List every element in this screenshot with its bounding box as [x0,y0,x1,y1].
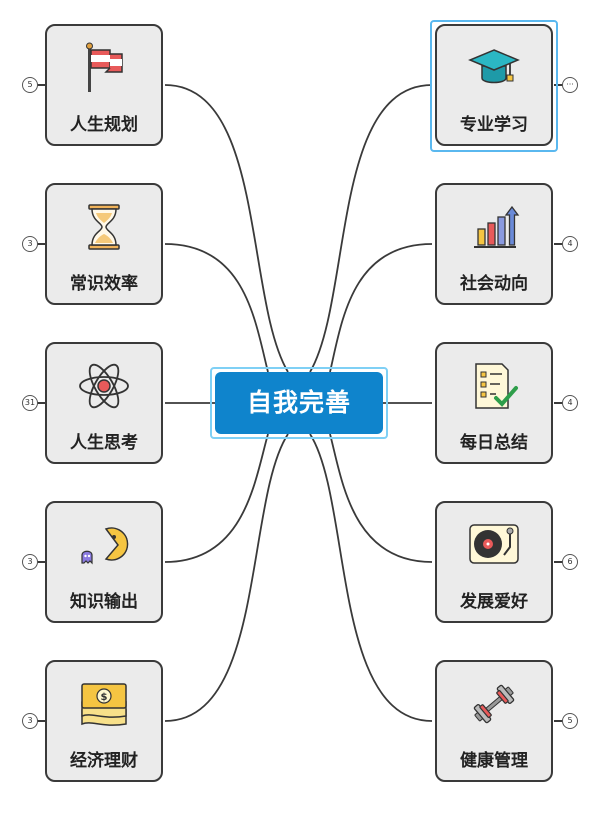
topic-label: 发展爱好 [460,592,528,612]
selection-outline [430,20,558,152]
child-count-badge[interactable]: 31 [22,395,38,411]
topic-card-life-thinking[interactable]: 人生思考 [45,342,163,464]
child-count-badge[interactable]: 5 [562,713,578,729]
topic-card-hobbies[interactable]: 发展爱好 [435,501,553,623]
child-count-badge[interactable]: 3 [22,236,38,252]
badge-connector [554,84,564,86]
topic-card-knowledge-output[interactable]: 知识输出 [45,501,163,623]
topic-label: 健康管理 [460,751,528,771]
badge-connector [36,84,46,86]
badge-connector [36,402,46,404]
topic-label: 常识效率 [70,274,138,294]
dumbbell-icon [473,684,515,724]
child-count-badge[interactable]: 4 [562,395,578,411]
child-count-badge[interactable]: 4 [562,236,578,252]
badge-connector [554,561,564,563]
central-topic-outline [210,367,388,439]
badge-connector [36,243,46,245]
badge-connector [36,561,46,563]
badge-connector [554,402,564,404]
badge-connector [36,720,46,722]
topic-card-social-trends[interactable]: 社会动向 [435,183,553,305]
atom-icon [79,363,129,409]
flag-icon [86,42,123,92]
child-count-badge[interactable]: 3 [22,713,38,729]
child-count-badge[interactable]: 3 [22,554,38,570]
topic-label: 专业学习 [460,115,528,135]
topic-card-finance[interactable]: $ 经济理财 [45,660,163,782]
topic-label: 人生规划 [70,115,138,135]
badge-connector [554,720,564,722]
topic-label: 人生思考 [70,433,138,453]
central-topic[interactable]: 自我完善 [215,372,383,434]
topic-card-life-planning[interactable]: 人生规划 [45,24,163,146]
bar-chart-icon [474,205,520,248]
topic-card-health[interactable]: 健康管理 [435,660,553,782]
topic-label: 经济理财 [70,751,138,771]
pacman-icon [81,527,129,565]
topic-card-daily-summary[interactable]: 每日总结 [435,342,553,464]
topic-label: 知识输出 [70,592,138,612]
central-topic-label: 自我完善 [246,388,351,417]
graduation-cap-icon [468,49,520,84]
money-icon: $ [81,683,127,726]
topic-card-common-sense-efficiency[interactable]: 常识效率 [45,183,163,305]
hourglass-icon [88,204,120,250]
svg-text:$: $ [101,692,108,703]
child-count-badge[interactable]: 5 [22,77,38,93]
child-count-badge[interactable]: 6 [562,554,578,570]
topic-label: 每日总结 [460,433,528,453]
turntable-icon [469,524,519,564]
more-options-badge[interactable]: ··· [562,77,578,93]
topic-label: 社会动向 [460,274,528,294]
checklist-icon [475,363,518,409]
topic-card-professional-study[interactable]: 专业学习 [435,24,553,146]
badge-connector [554,243,564,245]
